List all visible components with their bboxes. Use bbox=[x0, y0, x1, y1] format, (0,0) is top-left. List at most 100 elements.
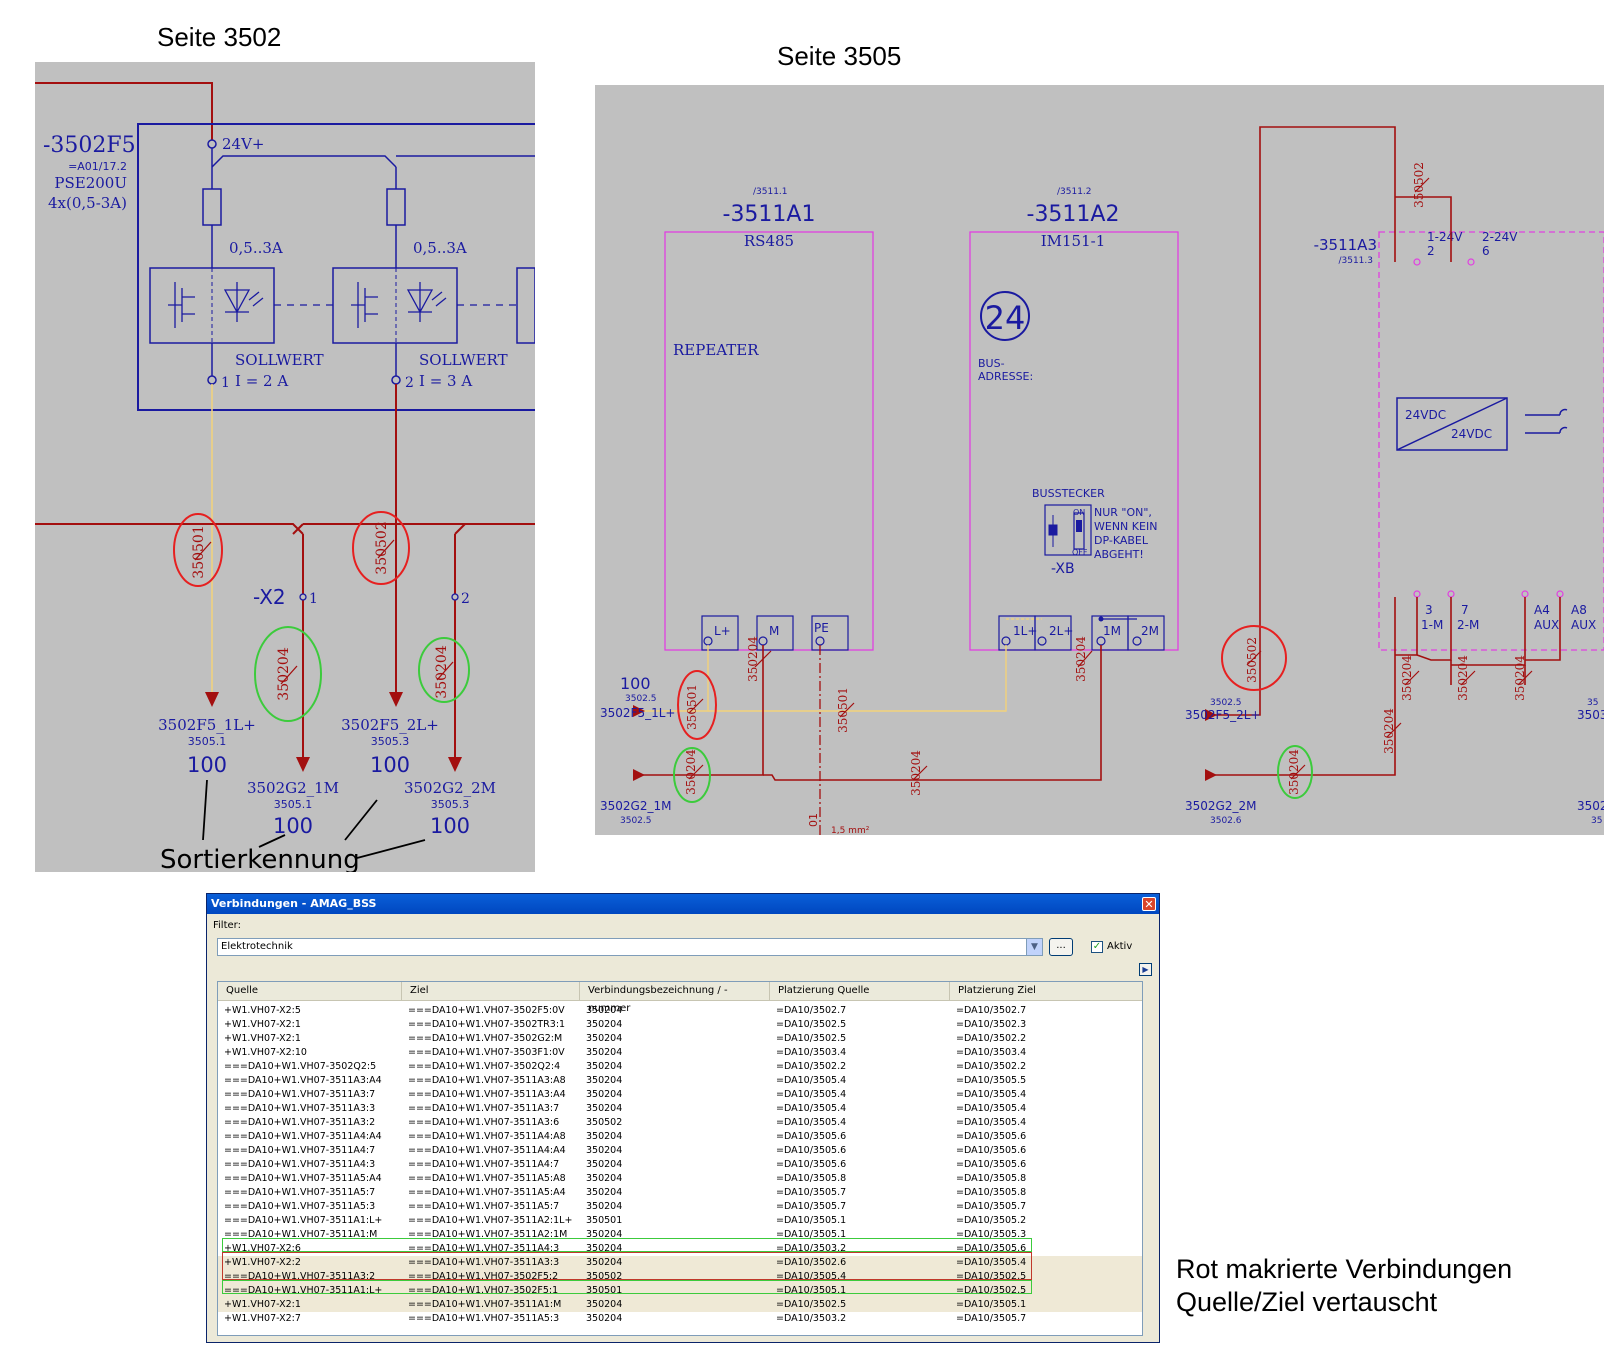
table-cell: ===DA10+W1.VH07-3511A3:3 bbox=[408, 1257, 560, 1268]
table-row[interactable]: ===DA10+W1.VH07-3502Q2:5===DA10+W1.VH07-… bbox=[218, 1060, 1142, 1074]
table-cell: ===DA10+W1.VH07-3511A5:A4 bbox=[408, 1187, 566, 1198]
chevron-down-icon[interactable]: ▼ bbox=[1026, 939, 1042, 955]
table-row[interactable]: ===DA10+W1.VH07-3511A3:7===DA10+W1.VH07-… bbox=[218, 1088, 1142, 1102]
column-header-ziel[interactable]: Ziel bbox=[402, 982, 580, 1000]
table-row[interactable]: ===DA10+W1.VH07-3511A1:L+===DA10+W1.VH07… bbox=[218, 1284, 1142, 1298]
column-header-bezeichnung[interactable]: Verbindungsbezeichnung / -nummer bbox=[580, 982, 770, 1014]
a3-bottom2-number: 7 bbox=[1461, 603, 1469, 617]
table-row[interactable]: ===DA10+W1.VH07-3511A1:L+===DA10+W1.VH07… bbox=[218, 1214, 1142, 1228]
a3-pin2-number: 6 bbox=[1482, 244, 1490, 258]
play-icon[interactable]: ▶ bbox=[1139, 963, 1152, 976]
table-row[interactable]: ===DA10+W1.VH07-3511A5:7===DA10+W1.VH07-… bbox=[218, 1186, 1142, 1200]
bus-address-label1: BUS- bbox=[978, 357, 1005, 370]
table-cell: ===DA10+W1.VH07-3511A4:3 bbox=[408, 1243, 560, 1254]
channel2-terminal: 2 bbox=[405, 375, 414, 391]
a2-tag: -3511A2 bbox=[1027, 202, 1120, 227]
column-header-platzierung-quelle[interactable]: Platzierung Quelle bbox=[770, 982, 950, 1000]
table-cell: 350204 bbox=[586, 1075, 623, 1086]
table-cell: ===DA10+W1.VH07-3511A5:A4 bbox=[224, 1173, 382, 1184]
table-header: Quelle Ziel Verbindungsbezeichnung / -nu… bbox=[218, 982, 1142, 1014]
a3-bottom2-label: 2-M bbox=[1457, 618, 1479, 632]
table-cell: +W1.VH07-X2:6 bbox=[224, 1243, 301, 1254]
table-cell: ===DA10+W1.VH07-3511A4:A8 bbox=[408, 1131, 566, 1142]
edge-cut-label: 3503F bbox=[1577, 708, 1604, 722]
table-cell: 350204 bbox=[586, 1103, 623, 1114]
a3-bottom3-number: A4 bbox=[1534, 603, 1550, 617]
table-cell: ===DA10+W1.VH07-3511A3:3 bbox=[224, 1103, 376, 1114]
table-cell: ===DA10+W1.VH07-3511A4:A4 bbox=[224, 1131, 382, 1142]
table-row[interactable]: ===DA10+W1.VH07-3511A3:A4===DA10+W1.VH07… bbox=[218, 1074, 1142, 1088]
table-cell: =DA10/3505.4 bbox=[956, 1117, 1027, 1128]
wire-label-350502: 350502 bbox=[374, 521, 390, 574]
channel2-range: 0,5..3A bbox=[413, 239, 467, 257]
table-cell: =DA10/3505.3 bbox=[956, 1229, 1027, 1240]
input3-ref: 3502.5 bbox=[1210, 698, 1242, 708]
wire-label-350204: 350204 bbox=[1287, 749, 1301, 795]
close-icon[interactable]: ✕ bbox=[1142, 897, 1156, 911]
target1-sort: 100 bbox=[187, 753, 227, 777]
bus-note-2: WENN KEIN bbox=[1094, 520, 1157, 533]
filter-dropdown[interactable]: Elektrotechnik ▼ bbox=[217, 938, 1043, 956]
table-row[interactable]: ===DA10+W1.VH07-3511A3:2===DA10+W1.VH07-… bbox=[218, 1116, 1142, 1130]
a2-terminal-1lplus: 1L+ bbox=[1013, 624, 1037, 638]
table-row[interactable]: ===DA10+W1.VH07-3511A4:3===DA10+W1.VH07-… bbox=[218, 1158, 1142, 1172]
table-row[interactable]: ===DA10+W1.VH07-3511A4:7===DA10+W1.VH07-… bbox=[218, 1144, 1142, 1158]
table-cell: =DA10/3505.4 bbox=[776, 1089, 847, 1100]
table-cell: =DA10/3505.7 bbox=[776, 1187, 847, 1198]
wire-label-350204: 350204 bbox=[1400, 655, 1414, 701]
table-cell: 350204 bbox=[586, 1089, 623, 1100]
aktiv-checkbox[interactable]: ✓ bbox=[1091, 941, 1103, 953]
green-highlight-frame bbox=[222, 1280, 1032, 1294]
a2-type: IM151-1 bbox=[1041, 232, 1106, 250]
wire-label-350502: 350502 bbox=[1412, 162, 1426, 208]
table-cell: =DA10/3505.1 bbox=[776, 1215, 847, 1226]
dialog-titlebar[interactable]: Verbindungen - AMAG_BSS ✕ bbox=[207, 894, 1159, 914]
pe-wire-label: 01 bbox=[807, 813, 820, 827]
table-cell: ===DA10+W1.VH07-3511A5:3 bbox=[408, 1313, 560, 1324]
a1-terminal-pe: PE bbox=[814, 621, 829, 635]
table-cell: ===DA10+W1.VH07-3502F5:2 bbox=[408, 1271, 559, 1282]
table-cell: ===DA10+W1.VH07-3511A3:6 bbox=[408, 1117, 560, 1128]
switch-off-label: OFF bbox=[1072, 548, 1088, 557]
table-cell: =DA10/3502.2 bbox=[956, 1061, 1027, 1072]
table-row[interactable]: ===DA10+W1.VH07-3511A4:A4 ===DA10+W1.VH07… bbox=[218, 1130, 1142, 1144]
annotation-line1: Rot makrierte Verbindungen bbox=[1176, 1254, 1513, 1284]
column-header-quelle[interactable]: Quelle bbox=[218, 982, 402, 1000]
connections-table[interactable]: Quelle Ziel Verbindungsbezeichnung / -nu… bbox=[217, 981, 1143, 1336]
table-row[interactable]: ===DA10+W1.VH07-3511A1:M===DA10+W1.VH07-… bbox=[218, 1228, 1142, 1242]
filter-options-button[interactable]: ... bbox=[1049, 938, 1073, 956]
target3-ref: 3505.3 bbox=[371, 735, 410, 748]
edge-cut-label: 35 bbox=[1587, 698, 1598, 708]
table-row[interactable]: ===DA10+W1.VH07-3511A5:3===DA10+W1.VH07-… bbox=[218, 1200, 1142, 1214]
table-cell: =DA10/3502.5 bbox=[776, 1019, 847, 1030]
xb-label: -XB bbox=[1051, 561, 1075, 577]
strip-terminal-2: 2 bbox=[461, 591, 470, 607]
schematic-page-3502: 350501 350502 350204 350204 -3502F5 =A01… bbox=[35, 62, 535, 872]
table-cell: =DA10/3502.7 bbox=[776, 1005, 847, 1016]
table-row[interactable]: ===DA10+W1.VH07-3511A5:A4===DA10+W1.VH07… bbox=[218, 1172, 1142, 1186]
sort-label: Sortierkennung bbox=[160, 845, 360, 872]
switch-on-label: ON bbox=[1073, 508, 1085, 517]
wire-label-350501: 350501 bbox=[191, 525, 207, 578]
table-cell: =DA10/3502.5 bbox=[956, 1285, 1027, 1296]
a2-ref: /3511.2 bbox=[1057, 187, 1092, 197]
table-row[interactable]: ===DA10+W1.VH07-3511A3:3===DA10+W1.VH07-… bbox=[218, 1102, 1142, 1116]
a1-ref: /3511.1 bbox=[753, 187, 788, 197]
input2-name: 3502G2_1M bbox=[600, 799, 671, 813]
red-highlight-frame bbox=[222, 1252, 1032, 1280]
table-cell: 350204 bbox=[586, 1033, 623, 1044]
table-cell: =DA10/3505.8 bbox=[956, 1173, 1027, 1184]
table-cell: =DA10/3505.4 bbox=[776, 1117, 847, 1128]
wire-label-350204: 350204 bbox=[684, 749, 698, 795]
table-cell: =DA10/3505.1 bbox=[776, 1285, 847, 1296]
column-header-platzierung-ziel[interactable]: Platzierung Ziel bbox=[958, 985, 1036, 996]
a3-pin1-label: 1-24V bbox=[1427, 230, 1463, 244]
